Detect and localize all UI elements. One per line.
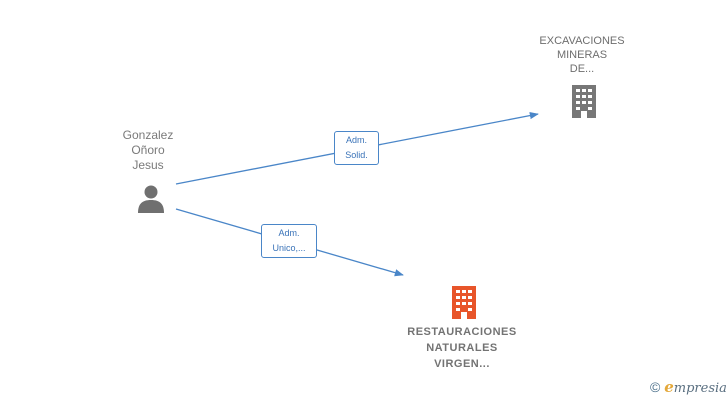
brand-logo: empresia bbox=[664, 378, 727, 396]
company-name-line: RESTAURACIONES bbox=[407, 326, 517, 338]
building-icon[interactable] bbox=[569, 84, 599, 118]
person-icon[interactable] bbox=[136, 184, 166, 214]
person-name-line: Jesus bbox=[132, 158, 164, 172]
edge-label-line: Solid. bbox=[345, 150, 368, 160]
company-name-excavaciones[interactable]: EXCAVACIONES MINERAS DE... bbox=[528, 34, 636, 76]
edge-label-line: Unico,... bbox=[272, 243, 306, 253]
company-name-line: NATURALES bbox=[426, 342, 498, 354]
copyright-icon: © bbox=[650, 379, 661, 395]
company-name-restauraciones[interactable]: RESTAURACIONES NATURALES VIRGEN... bbox=[392, 324, 532, 372]
building-icon[interactable] bbox=[449, 285, 479, 319]
edge-label-line: Adm. bbox=[345, 135, 367, 145]
company-name-line: EXCAVACIONES bbox=[539, 35, 625, 47]
company-name-line: VIRGEN... bbox=[434, 358, 490, 370]
edge-label-adm-solid[interactable]: Adm. Solid. bbox=[334, 131, 379, 165]
person-name[interactable]: Gonzalez Oñoro Jesus bbox=[108, 128, 188, 173]
edge-label-line: Adm. bbox=[278, 228, 300, 238]
watermark: © empresia bbox=[650, 378, 727, 396]
edge-label-adm-unico[interactable]: Adm. Unico,... bbox=[261, 224, 317, 258]
person-name-line: Oñoro bbox=[131, 143, 165, 157]
company-name-line: MINERAS bbox=[556, 49, 608, 61]
company-name-line: DE... bbox=[569, 63, 595, 75]
person-name-line: Gonzalez bbox=[122, 128, 174, 142]
